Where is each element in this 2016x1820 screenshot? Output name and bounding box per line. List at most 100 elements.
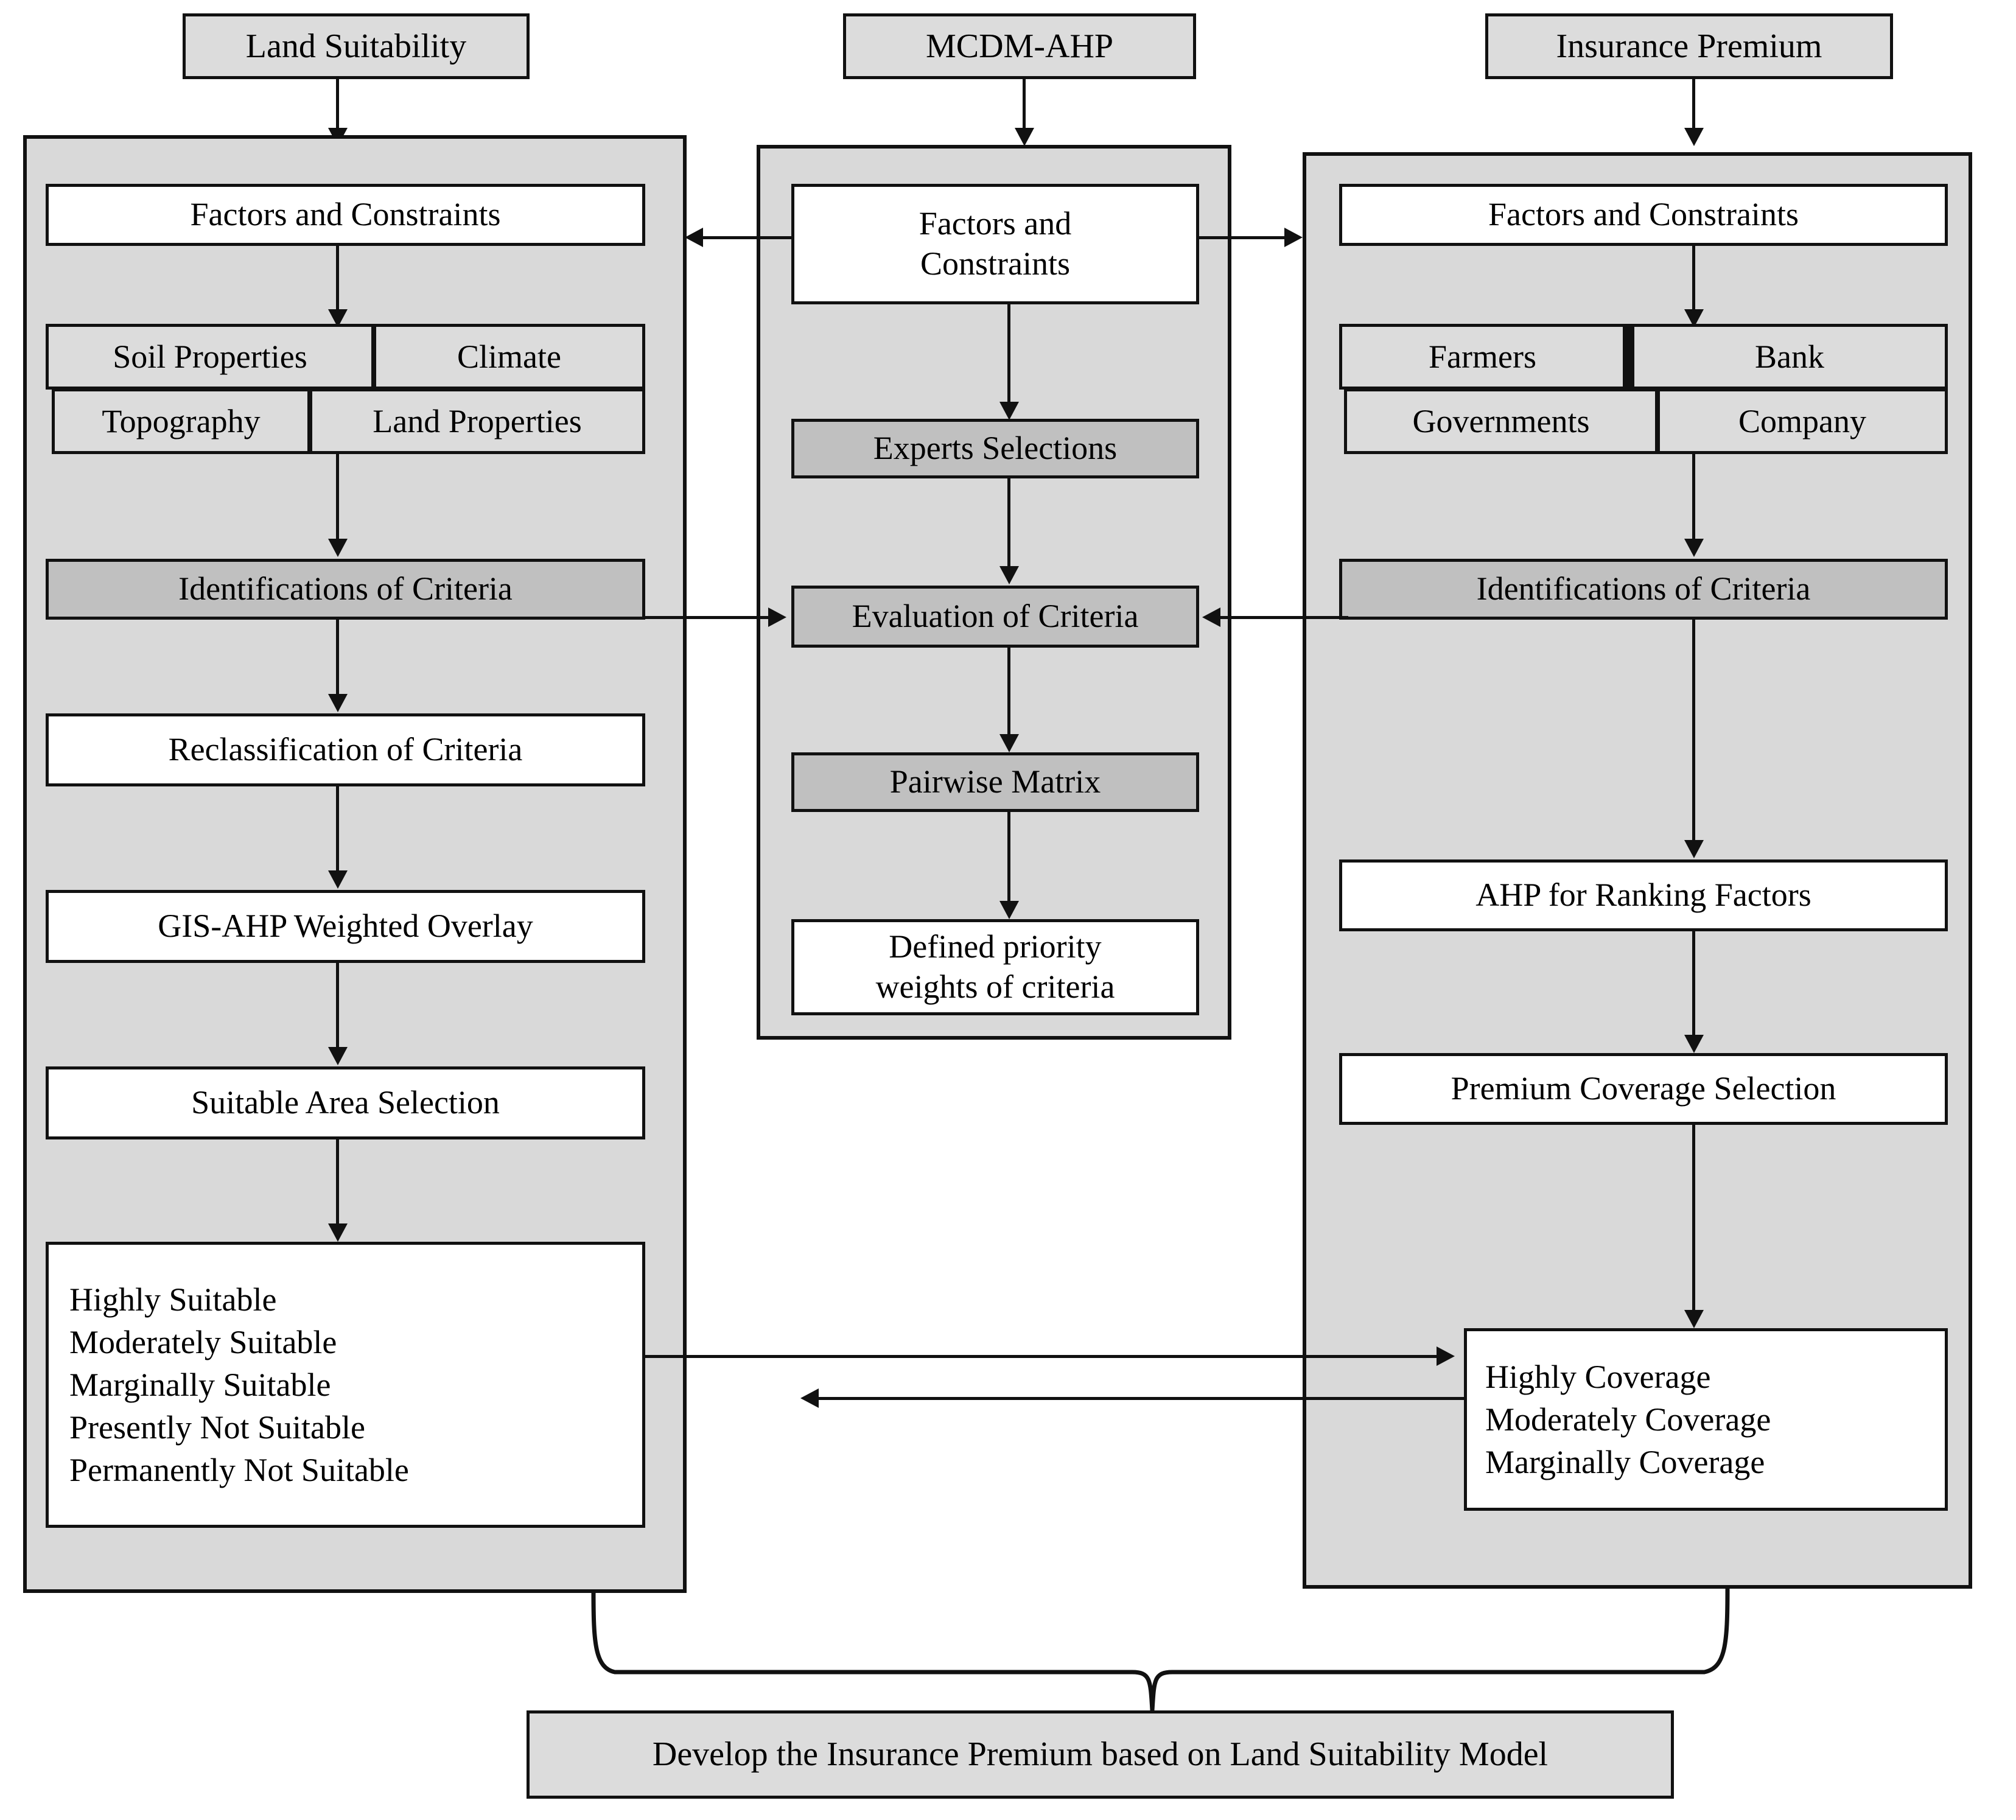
footer-result-box: Develop the Insurance Premium based on L… [527,1710,1674,1799]
header-box-insurance-premium: Insurance Premium [1485,13,1893,79]
middle-factors-and-constraints: Factors and Constraints [791,184,1199,304]
right-cell-governments: Governments [1344,388,1658,454]
left-outcome-2: Marginally Suitable [69,1366,331,1403]
right-factors-label: Factors and Constraints [1488,196,1799,233]
left-outcome-1: Moderately Suitable [69,1323,337,1360]
crossarrow-middle-to-left-factors [703,236,794,239]
arrowhead-right-premium [1684,1035,1704,1053]
connector-left-grid-to-identifications [336,454,339,548]
header-box-mcdm-ahp: MCDM-AHP [843,13,1196,79]
connector-left-identifications-to-reclass [336,620,339,704]
right-factors-and-constraints: Factors and Constraints [1339,184,1948,246]
left-outcomes-box: Highly Suitable Moderately Suitable Marg… [46,1242,645,1528]
connector-right-ahp-to-premium [1692,931,1695,1046]
connector-middle-pairwise-to-weights [1007,812,1010,914]
right-outcomes-box: Highly Coverage Moderately Coverage Marg… [1464,1328,1948,1511]
header-label-land-suitability: Land Suitability [245,27,467,65]
arrowhead-middle-experts [999,402,1019,420]
arrowhead-right-outcomes [1684,1310,1704,1328]
left-cell-topography: Topography [52,388,310,454]
right-outcome-0: Highly Coverage [1485,1358,1711,1395]
arrowhead-left-overlay [328,870,348,889]
arrowhead-left-selection [328,1047,348,1065]
connector-header-middle [1023,79,1026,135]
right-ahp-label: AHP for Ranking Factors [1475,877,1811,914]
footer-result-label: Develop the Insurance Premium based on L… [652,1735,1549,1774]
arrowhead-middle-evaluation-in-right [1202,607,1220,627]
arrowhead-left-factors-in [685,228,703,247]
right-premium-label: Premium Coverage Selection [1451,1070,1836,1107]
right-cell-label-2: Governments [1412,403,1590,439]
middle-experts-label: Experts Selections [873,430,1118,467]
left-cell-soil-properties: Soil Properties [46,324,374,390]
connector-middle-experts-to-evaluation [1007,478,1010,579]
middle-experts-selections: Experts Selections [791,419,1199,478]
arrowhead-left-identifications [328,539,348,557]
left-identifications-of-criteria: Identifications of Criteria [46,559,645,620]
arrowhead-left-reclass [328,694,348,712]
left-gis-ahp-weighted-overlay: GIS-AHP Weighted Overlay [46,890,645,963]
connector-right-factors-to-grid [1692,246,1695,319]
right-cell-label-1: Bank [1755,338,1824,375]
connector-left-selection-to-outcomes [336,1139,339,1232]
right-cell-farmers: Farmers [1339,324,1631,390]
left-cell-label-2: Topography [102,403,261,439]
crossarrow-right-to-middle-evaluation [1219,616,1348,619]
right-cell-company: Company [1657,388,1948,454]
left-factors-label: Factors and Constraints [190,196,501,233]
left-factors-and-constraints: Factors and Constraints [46,184,645,246]
left-cell-label-3: Land Properties [373,403,582,439]
crossarrow-middle-to-right-factors [1196,236,1287,239]
crossarrow-coverage-to-suitability [819,1397,1467,1400]
left-outcome-3: Presently Not Suitable [69,1409,365,1446]
connector-header-right [1692,79,1695,135]
middle-evaluation-of-criteria: Evaluation of Criteria [791,586,1199,648]
crossarrow-suitability-to-coverage [642,1355,1440,1358]
right-cell-label-3: Company [1738,403,1866,439]
left-cell-climate: Climate [373,324,645,390]
right-identifications-of-criteria: Identifications of Criteria [1339,559,1948,620]
left-reclassification-of-criteria: Reclassification of Criteria [46,713,645,786]
middle-evaluation-label: Evaluation of Criteria [852,598,1139,635]
right-cell-label-0: Farmers [1429,338,1536,375]
connector-right-identifications-to-ahp [1692,620,1695,851]
right-cell-bank: Bank [1631,324,1948,390]
middle-defined-priority-weights: Defined priority weights of criteria [791,919,1199,1015]
connector-middle-evaluation-to-pairwise [1007,648,1010,746]
left-reclassification-label: Reclassification of Criteria [168,731,523,768]
connector-right-premium-to-outcomes [1692,1125,1695,1320]
arrowhead-coverage-in [1437,1346,1455,1366]
left-outcome-4: Permanently Not Suitable [69,1452,409,1489]
left-overlay-label: GIS-AHP Weighted Overlay [158,908,533,945]
arrowhead-left-outcomes [328,1223,348,1242]
crossarrow-left-to-middle-evaluation [642,616,773,619]
arrowhead-header-right [1684,128,1704,146]
left-suitable-area-selection: Suitable Area Selection [46,1066,645,1139]
right-outcome-2: Marginally Coverage [1485,1444,1765,1481]
right-identifications-label: Identifications of Criteria [1476,570,1811,607]
arrowhead-right-ahp [1684,840,1704,858]
left-outcome-0: Highly Suitable [69,1281,277,1318]
middle-factors-label: Factors and Constraints [919,205,1072,282]
arrowhead-suitability-in [800,1388,819,1408]
right-ahp-for-ranking-factors: AHP for Ranking Factors [1339,859,1948,931]
header-box-land-suitability: Land Suitability [183,13,530,79]
arrowhead-right-identifications [1684,539,1704,557]
left-cell-label-0: Soil Properties [113,338,307,375]
arrowhead-header-middle [1015,128,1034,146]
connector-middle-factors-to-experts [1007,304,1010,414]
header-label-insurance-premium: Insurance Premium [1556,27,1822,65]
middle-pairwise-label: Pairwise Matrix [889,763,1101,800]
arrowhead-middle-pairwise [999,734,1019,752]
arrowhead-middle-weights [999,901,1019,919]
left-cell-label-1: Climate [457,338,561,375]
arrowhead-middle-evaluation [999,566,1019,584]
left-cell-land-properties: Land Properties [309,388,645,454]
left-selection-label: Suitable Area Selection [191,1084,500,1121]
connector-left-overlay-to-selection [336,963,339,1055]
right-premium-coverage-selection: Premium Coverage Selection [1339,1053,1948,1125]
right-outcome-1: Moderately Coverage [1485,1401,1771,1438]
left-identifications-label: Identifications of Criteria [178,570,513,607]
connector-left-factors-to-grid [336,246,339,319]
